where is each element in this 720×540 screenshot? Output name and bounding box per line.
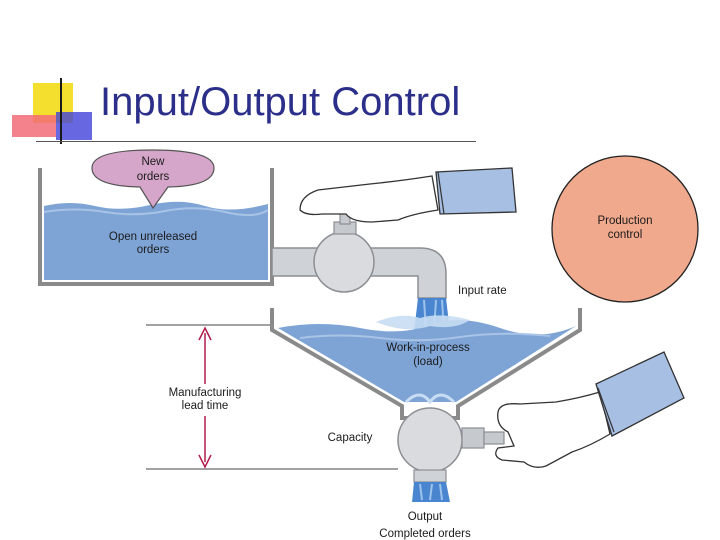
open-orders-label-line2: orders — [137, 244, 170, 256]
production-control-label-line1: Production — [598, 215, 653, 227]
lead-time-bracket — [146, 324, 398, 470]
accent-blue-square — [56, 112, 92, 140]
wip-label-line1: Work-in-process — [386, 342, 470, 354]
accent-vertical-line — [60, 78, 62, 144]
capacity-label: Capacity — [328, 432, 373, 444]
page-title: Input/Output Control — [100, 80, 461, 124]
lead-time-label-line1: Manufacturing — [169, 387, 242, 399]
capacity-valve — [397, 407, 526, 483]
upper-hand-icon — [299, 167, 517, 223]
production-control-label-line2: control — [608, 229, 643, 241]
new-orders-label-line2: orders — [137, 171, 170, 183]
lead-time-label-line2: lead time — [182, 400, 229, 412]
open-orders-label-line1: Open unreleased — [109, 231, 197, 243]
lower-hand-icon — [495, 351, 685, 468]
input-pipe — [271, 205, 447, 299]
production-control-circle: Production control — [551, 155, 699, 303]
accent-horizontal-line — [36, 141, 476, 142]
input-rate-label: Input rate — [458, 285, 507, 297]
accent-red-bar — [12, 115, 56, 137]
output-label: Output — [408, 511, 443, 523]
output-water-stream — [412, 482, 450, 502]
wip-label-line2: (load) — [413, 356, 443, 368]
new-orders-label-line1: New — [141, 156, 165, 168]
completed-orders-label: Completed orders — [379, 528, 471, 540]
new-orders-bubble: New orders — [91, 149, 215, 210]
upper-tank — [38, 168, 274, 286]
